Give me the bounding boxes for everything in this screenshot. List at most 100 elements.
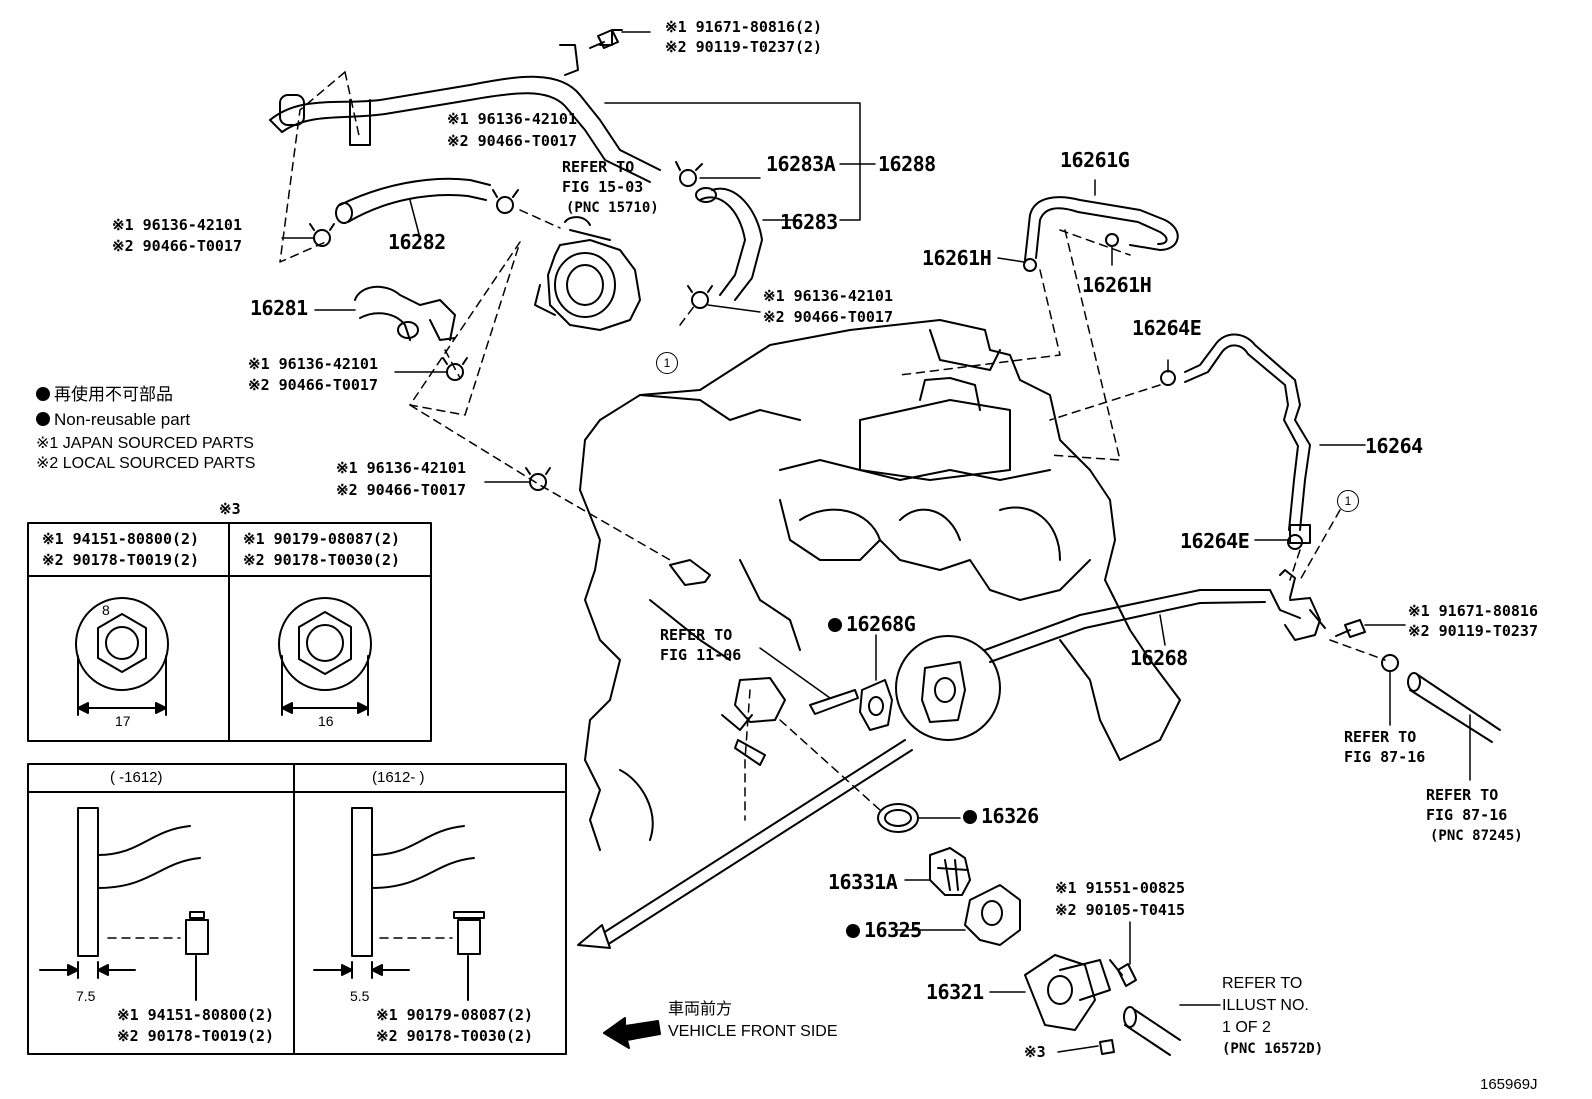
ref-fig15-line2: FIG 15-03 <box>562 178 644 196</box>
callout-1-upper: 1 <box>656 352 678 374</box>
clamp-b-local: ※2 90466-T0017 <box>112 237 242 255</box>
legend-non-reusable-jp: 再使用不可部品 <box>36 385 173 405</box>
clamp-e-jp: ※1 96136-42101 <box>336 459 466 477</box>
clamp-a-jp: ※1 96136-42101 <box>447 110 577 128</box>
right-bolt-local: ※2 90119-T0237 <box>1408 622 1538 640</box>
hose-16282 <box>335 177 491 224</box>
nut-left-jp: ※1 94151-80800(2) <box>42 530 200 548</box>
vehicle-front-en: VEHICLE FRONT SIDE <box>668 1023 838 1040</box>
part-16282: 16282 <box>388 230 446 254</box>
nut-right-jp: ※1 90179-08087(2) <box>243 530 401 548</box>
part-16321: 16321 <box>926 980 984 1004</box>
nut-table-title: ※3 <box>219 500 241 518</box>
bolt-table <box>27 763 567 1055</box>
figure-id: 165969J <box>1480 1076 1538 1093</box>
gasket-16268G <box>809 679 893 731</box>
part-16261G: 16261G <box>1060 148 1130 172</box>
front-arrow-line <box>577 739 913 949</box>
bolt-left-jp: ※1 94151-80800(2) <box>117 1006 275 1024</box>
clamp-d-jp: ※1 96136-42101 <box>248 355 378 373</box>
part-16288: 16288 <box>878 152 936 176</box>
ref-fig87b-line2: FIG 87-16 <box>1426 806 1508 824</box>
vehicle-front-arrow-icon <box>603 1017 661 1049</box>
note3-marker: ※3 <box>1024 1043 1046 1061</box>
hose-16283 <box>695 187 763 301</box>
outlet-bolt-jp: ※1 91551-00825 <box>1055 879 1185 897</box>
bolt-left-dim: 7.5 <box>76 988 96 1004</box>
legend-local-sourced: ※2 LOCAL SOURCED PARTS <box>36 455 256 472</box>
part-16283: 16283 <box>780 210 838 234</box>
top-bolt-local: ※2 90119-T0237(2) <box>665 38 823 56</box>
ref-fig11-line2: FIG 11-06 <box>660 646 742 664</box>
bullet-icon <box>828 618 842 632</box>
hose-16281 <box>354 285 456 341</box>
bullet-icon <box>36 412 50 426</box>
nut-table <box>27 522 432 742</box>
leader-lines <box>281 31 1471 1053</box>
water-inlet <box>721 677 786 766</box>
part-16283A: 16283A <box>766 152 836 176</box>
hose-16261G <box>1024 196 1179 261</box>
nut-left-local: ※2 90178-T0019(2) <box>42 551 200 569</box>
clamp-d-local: ※2 90466-T0017 <box>248 376 378 394</box>
oil-cooler <box>534 216 641 331</box>
detail-circle <box>895 635 1001 741</box>
bolt-right-dim: 5.5 <box>350 988 370 1004</box>
ref-fig87b-line1: REFER TO <box>1426 786 1499 804</box>
engine-block <box>579 319 1181 851</box>
outlet-hose <box>1123 1006 1181 1056</box>
bullet-icon <box>963 810 977 824</box>
clamp-c-local: ※2 90466-T0017 <box>763 308 893 326</box>
nut-left-size: 17 <box>115 713 131 729</box>
ref-illust-line3: 1 OF 2 <box>1222 1019 1271 1036</box>
ref-illust-line2: ILLUST NO. <box>1222 997 1309 1014</box>
heater-hose <box>1407 672 1501 743</box>
ref-fig87a-line1: REFER TO <box>1344 728 1417 746</box>
part-16268: 16268 <box>1130 646 1188 670</box>
part-16264E-bottom: 16264E <box>1180 529 1250 553</box>
part-16326: 16326 <box>963 804 1039 828</box>
bolts <box>589 29 1366 1055</box>
bolt-right-local: ※2 90178-T0030(2) <box>376 1027 534 1045</box>
ref-fig15-line1: REFER TO <box>562 158 635 176</box>
ref-fig87a-line2: FIG 87-16 <box>1344 748 1426 766</box>
bullet-icon <box>36 387 50 401</box>
legend-non-reusable-en: Non-reusable part <box>36 410 190 430</box>
right-bolt-jp: ※1 91671-80816 <box>1408 602 1538 620</box>
part-16281: 16281 <box>250 296 308 320</box>
part-16264E-top: 16264E <box>1132 316 1202 340</box>
part-16261H-left: 16261H <box>922 246 992 270</box>
dashed-lines <box>107 71 1386 939</box>
part-16325: 16325 <box>846 918 922 942</box>
nut-right-size: 16 <box>318 713 334 729</box>
part-16261H-right: 16261H <box>1082 273 1152 297</box>
bolt-right-jp: ※1 90179-08087(2) <box>376 1006 534 1024</box>
hose-16264 <box>1184 333 1311 544</box>
top-bolt-jp: ※1 91671-80816(2) <box>665 18 823 36</box>
clamp-a-local: ※2 90466-T0017 <box>447 132 577 150</box>
nut-right-local: ※2 90178-T0030(2) <box>243 551 401 569</box>
bolt-left-header: ( -1612) <box>110 769 163 786</box>
pipe-16268 <box>984 569 1326 663</box>
ref-fig87b-line3: (PNC 87245) <box>1430 828 1523 844</box>
hose-clamps <box>309 161 1399 672</box>
ref-illust-line4: (PNC 16572D) <box>1222 1041 1324 1057</box>
part-16331A: 16331A <box>828 870 898 894</box>
clamp-b-jp: ※1 96136-42101 <box>112 216 242 234</box>
clamp-c-jp: ※1 96136-42101 <box>763 287 893 305</box>
part-16268G: 16268G <box>828 612 916 636</box>
nut-left-height: 8 <box>102 602 110 618</box>
bolt-left-local: ※2 90178-T0019(2) <box>117 1027 275 1045</box>
ref-illust-line1: REFER TO <box>1222 975 1303 992</box>
bullet-icon <box>846 924 860 938</box>
outlet-bolt-local: ※2 90105-T0415 <box>1055 901 1185 919</box>
part-16264: 16264 <box>1365 434 1423 458</box>
ref-fig11-line1: REFER TO <box>660 626 733 644</box>
ref-fig15-line3: (PNC 15710) <box>566 200 659 216</box>
legend-japan-sourced: ※1 JAPAN SOURCED PARTS <box>36 435 254 452</box>
vehicle-front-jp: 車両前方 <box>668 1001 733 1018</box>
clamp-e-local: ※2 90466-T0017 <box>336 481 466 499</box>
callout-1-lower: 1 <box>1337 490 1359 512</box>
